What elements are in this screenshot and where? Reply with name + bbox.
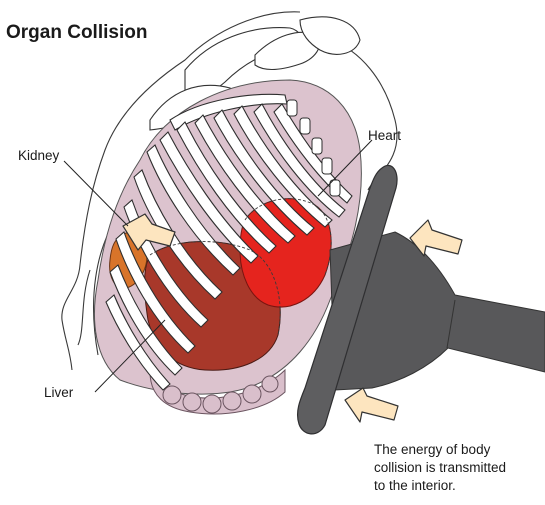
caption-line-1: The energy of body [374,442,491,457]
caption-line-3: to the interior. [374,478,456,493]
caption-line-2: collision is transmitted [374,460,506,475]
diagram-title: Organ Collision [6,22,147,43]
liver-label: Liver [44,385,74,400]
heart-label: Heart [368,128,401,143]
kidney-label: Kidney [18,148,60,163]
impact-arrow-lower [345,388,398,422]
